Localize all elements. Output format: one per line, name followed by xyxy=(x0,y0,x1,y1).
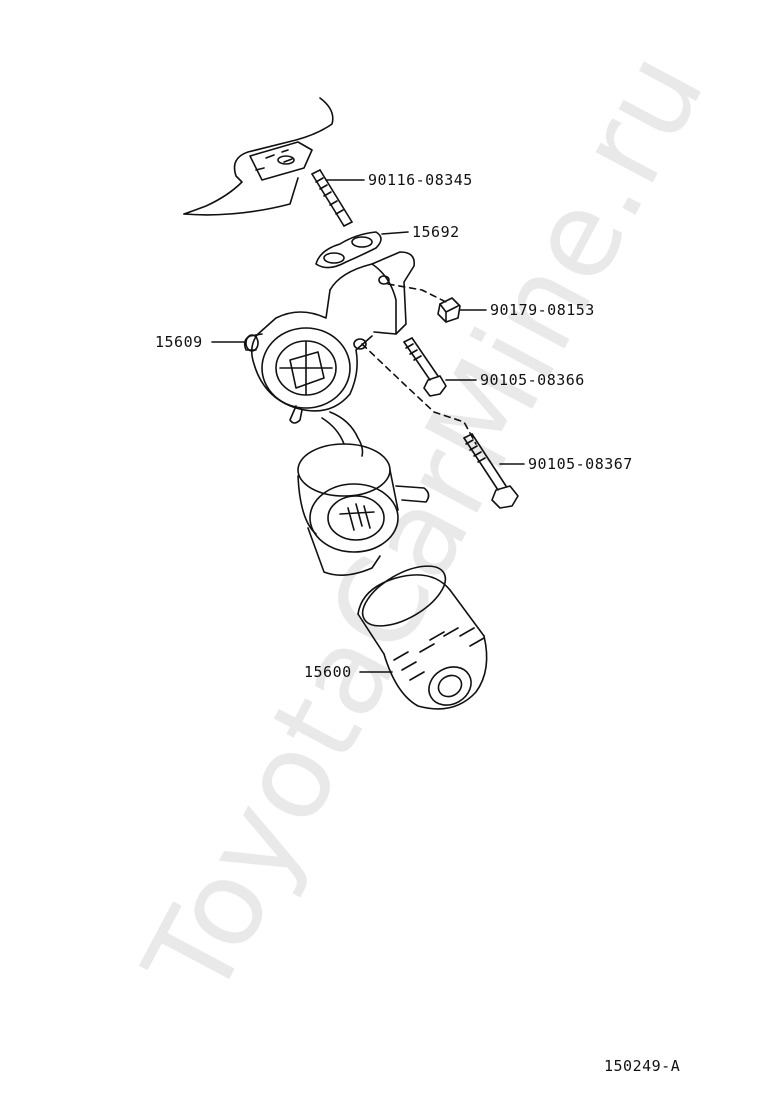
bolt-long-part[interactable] xyxy=(463,433,519,509)
alignment-dashes xyxy=(361,283,477,445)
diagram-reference-number: 150249-A xyxy=(604,1057,681,1075)
part-label-filter-bracket[interactable]: 15609 xyxy=(155,333,203,351)
part-label-stud[interactable]: 90116-08345 xyxy=(368,171,473,189)
filter-housing-mount xyxy=(297,411,430,576)
stud-part[interactable] xyxy=(311,169,353,227)
gasket-part[interactable] xyxy=(315,231,382,269)
nut-part[interactable] xyxy=(437,297,461,323)
part-label-oil-filter[interactable]: 15600 xyxy=(304,663,352,681)
part-label-nut[interactable]: 90179-08153 xyxy=(490,301,595,319)
bolt-short-part[interactable] xyxy=(403,337,447,397)
engine-block-outline xyxy=(183,97,334,216)
filter-bracket-part[interactable] xyxy=(243,251,416,424)
part-label-bolt-long[interactable]: 90105-08367 xyxy=(528,455,633,473)
leader-gasket xyxy=(381,231,409,235)
part-label-gasket[interactable]: 15692 xyxy=(412,223,460,241)
oil-filter-part[interactable] xyxy=(353,554,488,713)
part-label-bolt-short[interactable]: 90105-08366 xyxy=(480,371,585,389)
